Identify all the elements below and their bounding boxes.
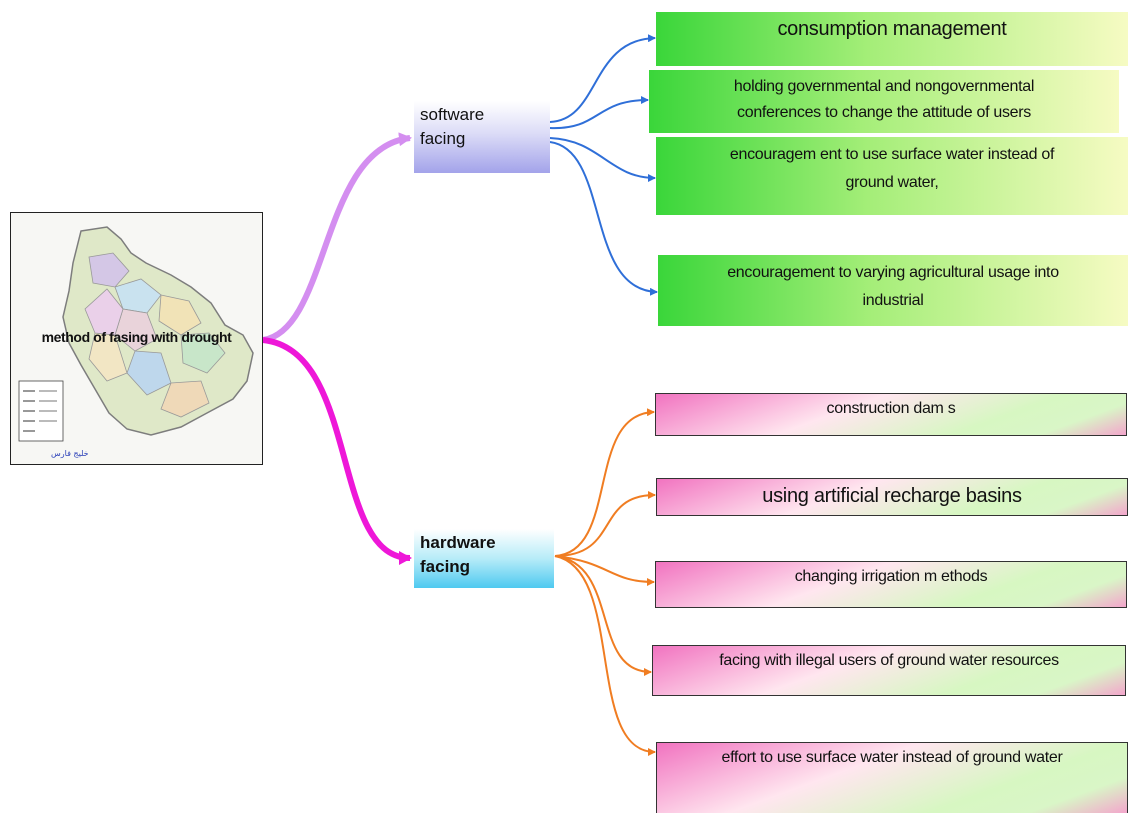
- software-item-text: encouragem ent to use surface water inst…: [729, 146, 1055, 163]
- hardware-item-recharge-basins: using artificial recharge basins: [656, 478, 1128, 516]
- hardware-item-text: construction dam s: [826, 400, 956, 417]
- software-item-text: consumption management: [777, 18, 1007, 40]
- link-hardware-5: [554, 555, 656, 756]
- hardware-label-line1: hardware: [420, 533, 496, 552]
- hardware-item-surface-water-effort: effort to use surface water instead of g…: [656, 742, 1128, 813]
- software-item-text: ground water,: [845, 174, 939, 191]
- province-map-image: خلیج فارس: [11, 213, 262, 464]
- hardware-facing-node: hardware facing: [414, 529, 554, 588]
- root-label: method of fasing with drought: [41, 329, 232, 345]
- hardware-item-text: effort to use surface water instead of g…: [721, 749, 1063, 766]
- software-item-surface-water: encouragem ent to use surface water inst…: [656, 137, 1128, 215]
- software-label-line2: facing: [420, 129, 466, 148]
- link-hardware-3: [554, 555, 655, 586]
- link-root-software: [262, 132, 412, 343]
- root-node-map: خلیج فارس method of fasing with drought: [10, 212, 263, 465]
- software-item-text: encouragement to varying agricultural us…: [727, 264, 1059, 281]
- link-software-4: [549, 141, 658, 296]
- software-item-text: conferences to change the attitude of us…: [737, 104, 1031, 121]
- link-software-3: [549, 137, 656, 182]
- svg-text:خلیج فارس: خلیج فارس: [51, 449, 89, 458]
- link-root-hardware: [262, 337, 412, 565]
- link-software-2: [549, 96, 649, 130]
- software-item-agricultural: encouragement to varying agricultural us…: [658, 255, 1128, 326]
- link-hardware-4: [554, 555, 652, 676]
- software-item-consumption: consumption management: [656, 12, 1128, 66]
- hardware-label-line2: facing: [420, 557, 471, 576]
- hardware-item-text: using artificial recharge basins: [762, 485, 1022, 507]
- link-hardware-2: [554, 491, 656, 557]
- software-label-line1: software: [420, 105, 485, 124]
- software-item-text: industrial: [862, 292, 924, 309]
- link-software-1: [549, 34, 656, 123]
- software-item-text: holding governmental and nongovernmental: [733, 78, 1035, 95]
- software-facing-node: software facing: [414, 101, 550, 173]
- link-hardware-1: [554, 408, 655, 557]
- hardware-item-text: changing irrigation m ethods: [794, 568, 988, 585]
- software-item-conferences: holding governmental and nongovernmental…: [649, 70, 1119, 133]
- hardware-item-dams: construction dam s: [655, 393, 1127, 436]
- hardware-item-text: facing with illegal users of ground wate…: [719, 652, 1059, 669]
- hardware-item-illegal-users: facing with illegal users of ground wate…: [652, 645, 1126, 696]
- hardware-item-irrigation: changing irrigation m ethods: [655, 561, 1127, 608]
